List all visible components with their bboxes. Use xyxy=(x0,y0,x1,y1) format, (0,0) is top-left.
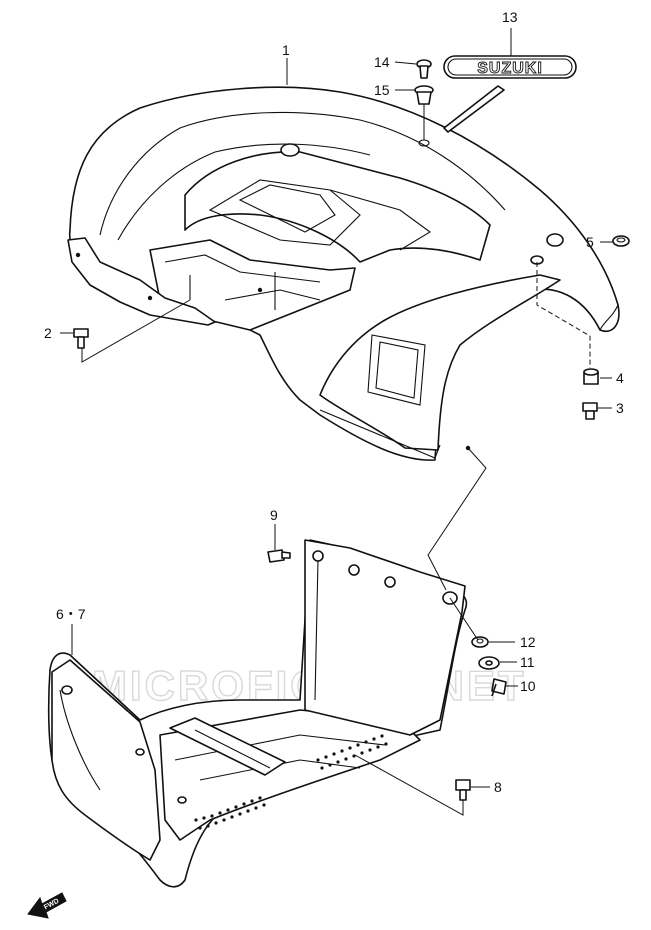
vent-pattern-left xyxy=(194,796,266,830)
collar-part-4 xyxy=(583,368,599,385)
bolt-part-3 xyxy=(582,402,598,420)
emblem-part-13: SUZUKI xyxy=(443,55,577,79)
screw-part-10 xyxy=(491,678,507,697)
callout-1: 1 xyxy=(282,42,290,58)
rear-fender-part-1 xyxy=(67,86,620,461)
brand-badge-text: SUZUKI xyxy=(477,60,543,77)
washer-part-11 xyxy=(478,656,500,670)
callout-12: 12 xyxy=(520,634,536,650)
clip-part-9 xyxy=(267,549,291,563)
bolt-part-2 xyxy=(73,328,89,349)
callout-14: 14 xyxy=(374,54,390,70)
fwd-arrow-icon: FWD xyxy=(27,892,67,919)
rear-fender-lower-part-6-7 xyxy=(47,539,468,888)
callout-15: 15 xyxy=(374,82,390,98)
vent-pattern-right xyxy=(316,734,388,770)
callout-5: 5 xyxy=(586,234,594,250)
nut-part-12 xyxy=(471,636,489,648)
screw-part-14 xyxy=(416,59,432,79)
callout-13: 13 xyxy=(502,9,518,25)
grommet-part-15 xyxy=(414,85,434,105)
callouts: 1 2 3 4 5 6・7 8 9 10 11 12 13 14 15 xyxy=(44,9,624,795)
callout-11: 11 xyxy=(520,654,535,670)
callout-2: 2 xyxy=(44,325,52,341)
callout-6-7: 6・7 xyxy=(56,606,86,622)
grommet-part-5 xyxy=(612,235,630,247)
callout-8: 8 xyxy=(494,779,502,795)
callout-9: 9 xyxy=(270,507,278,523)
callout-3: 3 xyxy=(616,400,624,416)
callout-10: 10 xyxy=(520,678,536,694)
leader-lines xyxy=(60,28,613,816)
callout-4: 4 xyxy=(616,370,624,386)
bolt-part-8 xyxy=(455,779,471,801)
